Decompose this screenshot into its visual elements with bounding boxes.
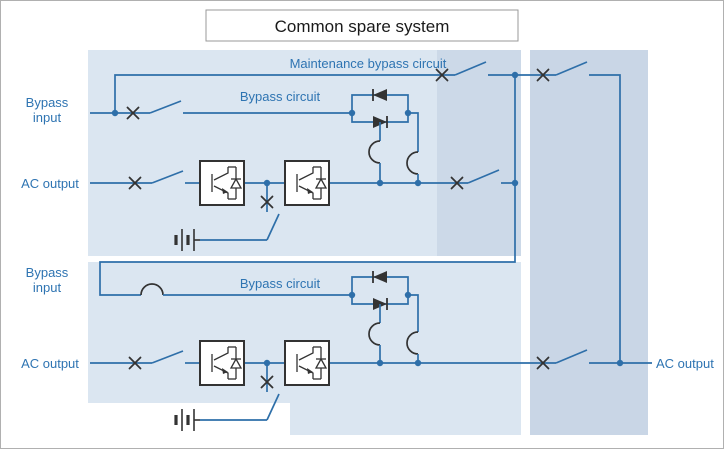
converter-block-icon <box>284 160 330 206</box>
wire <box>408 112 419 152</box>
label-bypass-input-bottom: Bypass <box>26 265 69 280</box>
title-box: Common spare system <box>205 9 519 42</box>
battery-branch <box>174 363 280 433</box>
title-box-border <box>205 9 519 42</box>
spare-feed-bus <box>99 75 516 296</box>
ac-output-line <box>90 160 519 206</box>
background-panels <box>88 50 648 435</box>
junction-dot <box>111 109 119 117</box>
junction-dot <box>616 359 624 367</box>
switch-blade-icon <box>555 61 588 76</box>
switch-blade-icon <box>266 393 280 421</box>
label-ac-output-bottom-left: AC output <box>21 356 79 371</box>
switch-blade-icon <box>555 349 588 364</box>
battery-icon <box>174 407 202 433</box>
ac-output-line <box>90 340 652 386</box>
panel-output-section <box>530 50 648 435</box>
wire <box>589 74 621 363</box>
switch-blade-icon <box>467 169 500 184</box>
switch-blade-icon <box>151 350 184 364</box>
page-title: Common spare system <box>275 17 450 36</box>
label-bypass-input-top: Bypass <box>26 95 69 110</box>
switch-blade-icon <box>149 100 182 114</box>
label-bypass-circuit-bottom: Bypass circuit <box>240 276 321 291</box>
label-ac-output-top-left: AC output <box>21 176 79 191</box>
junction-dot <box>376 359 384 367</box>
panel-top-unit-output-band <box>437 50 521 256</box>
wire <box>114 74 455 113</box>
junction-dot <box>376 179 384 187</box>
label-bypass-input-top: input <box>33 110 62 125</box>
switch-blade-icon <box>151 170 184 184</box>
wire <box>408 294 419 332</box>
switch-blade-icon <box>266 213 280 241</box>
junction-dot <box>414 179 422 187</box>
ups-unit-top: Bypass input AC output Bypass circuit <box>21 88 519 253</box>
label-bypass-circuit-top: Bypass circuit <box>240 89 321 104</box>
maintenance-bypass-circuit: Maintenance bypass circuit <box>114 56 621 363</box>
junction-dot <box>348 109 356 117</box>
bypass-input-line <box>90 100 352 120</box>
battery-branch <box>174 183 280 253</box>
label-ac-output-right: AC output <box>656 356 714 371</box>
junction-dot <box>511 179 519 187</box>
label-bypass-input-bottom: input <box>33 280 62 295</box>
ups-unit-bottom: Bypass input AC output Bypass circuit AC… <box>21 265 714 433</box>
switch-blade-icon <box>454 61 487 76</box>
converter-block-icon <box>284 340 330 386</box>
converter-block-icon <box>199 160 245 206</box>
label-maintenance-bypass-circuit: Maintenance bypass circuit <box>290 56 447 71</box>
wire <box>99 75 516 296</box>
junction-dot <box>348 291 356 299</box>
junction-dot <box>414 359 422 367</box>
converter-block-icon <box>199 340 245 386</box>
thyristor-bypass-switch <box>348 88 419 183</box>
panel-bottom-extension <box>290 403 521 435</box>
